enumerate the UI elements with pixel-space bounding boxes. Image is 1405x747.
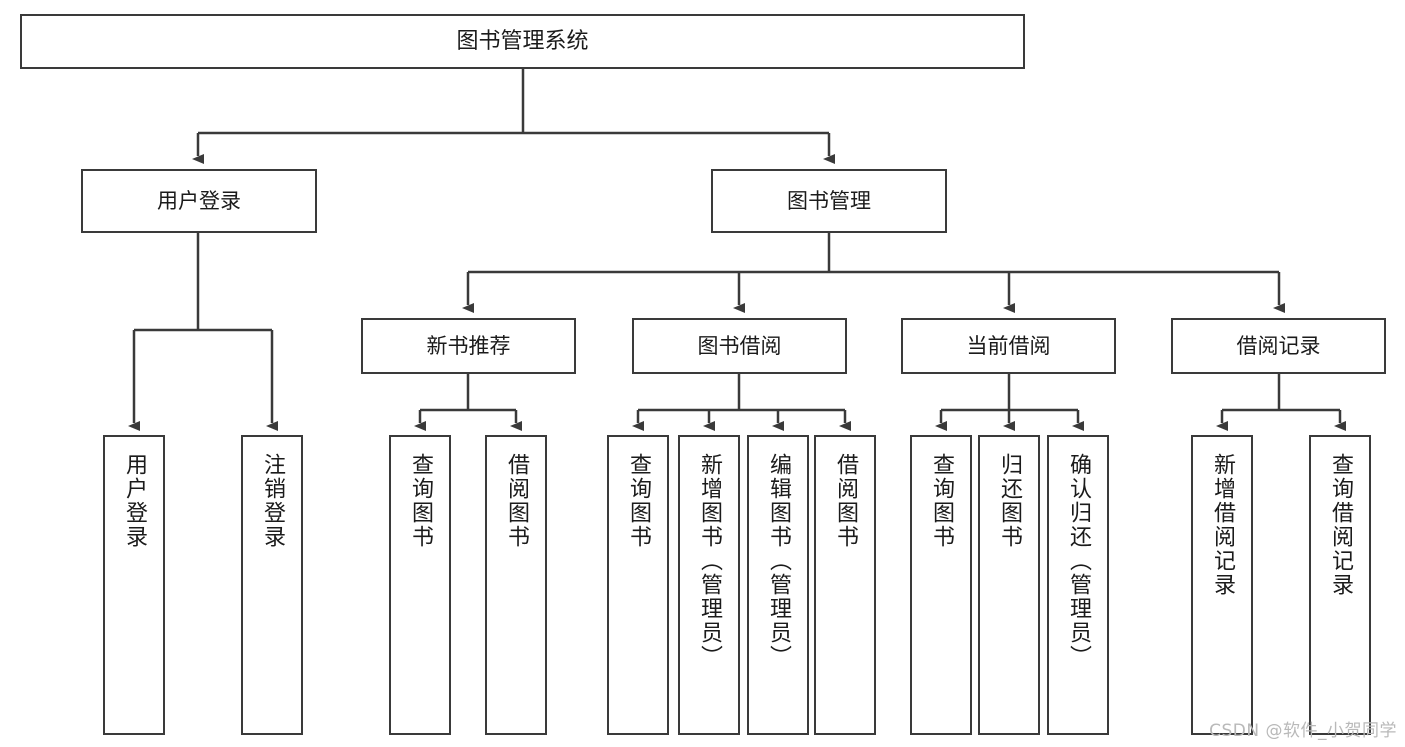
csdn-watermark: CSDN @软件_小贺同学 (1209, 721, 1397, 741)
leaf-current-return-book[interactable]: 归还图书 (978, 435, 1040, 735)
node-book-borrow[interactable]: 图书借阅 (632, 318, 847, 374)
leaf-borrow-query-book[interactable]: 查询图书 (607, 435, 669, 735)
node-label: 借阅图书 (833, 453, 858, 549)
node-label: 新书推荐 (426, 333, 511, 358)
leaf-recommend-borrow-book[interactable]: 借阅图书 (485, 435, 547, 735)
node-borrow-record[interactable]: 借阅记录 (1171, 318, 1386, 374)
leaf-borrow-borrow-book[interactable]: 借阅图书 (814, 435, 876, 735)
node-label: 新增借阅记录 (1210, 453, 1235, 597)
leaf-record-query-record[interactable]: 查询借阅记录 (1309, 435, 1371, 735)
node-label: 用户登录 (122, 453, 147, 549)
leaf-current-confirm-return-admin[interactable]: 确认归还（管理员） (1047, 435, 1109, 735)
node-label: 查询图书 (626, 453, 651, 549)
node-label: 编辑图书（管理员） (766, 453, 791, 669)
node-label: 确认归还（管理员） (1066, 453, 1091, 669)
leaf-current-query-book[interactable]: 查询图书 (910, 435, 972, 735)
node-book-management[interactable]: 图书管理 (711, 169, 947, 233)
node-label: 图书管理系统 (456, 28, 589, 54)
node-label: 查询借阅记录 (1328, 453, 1353, 597)
node-label: 新增图书（管理员） (697, 453, 722, 669)
leaf-user-login-login[interactable]: 用户登录 (103, 435, 165, 735)
leaf-recommend-query-book[interactable]: 查询图书 (389, 435, 451, 735)
node-new-book-recommend[interactable]: 新书推荐 (361, 318, 576, 374)
node-label: 图书管理 (787, 188, 871, 213)
leaf-user-login-logout[interactable]: 注销登录 (241, 435, 303, 735)
node-label: 查询图书 (408, 453, 433, 549)
node-label: 图书借阅 (697, 333, 782, 358)
node-root-book-management-system[interactable]: 图书管理系统 (20, 14, 1025, 69)
node-label: 借阅图书 (504, 453, 529, 549)
leaf-record-add-record[interactable]: 新增借阅记录 (1191, 435, 1253, 735)
leaf-borrow-edit-book-admin[interactable]: 编辑图书（管理员） (747, 435, 809, 735)
node-label: 注销登录 (260, 453, 285, 549)
node-label: 查询图书 (929, 453, 954, 549)
leaf-borrow-add-book-admin[interactable]: 新增图书（管理员） (678, 435, 740, 735)
node-label: 借阅记录 (1236, 333, 1321, 358)
node-user-login[interactable]: 用户登录 (81, 169, 317, 233)
node-label: 用户登录 (157, 188, 241, 213)
node-current-borrow[interactable]: 当前借阅 (901, 318, 1116, 374)
node-label: 归还图书 (997, 453, 1022, 549)
node-label: 当前借阅 (966, 333, 1051, 358)
